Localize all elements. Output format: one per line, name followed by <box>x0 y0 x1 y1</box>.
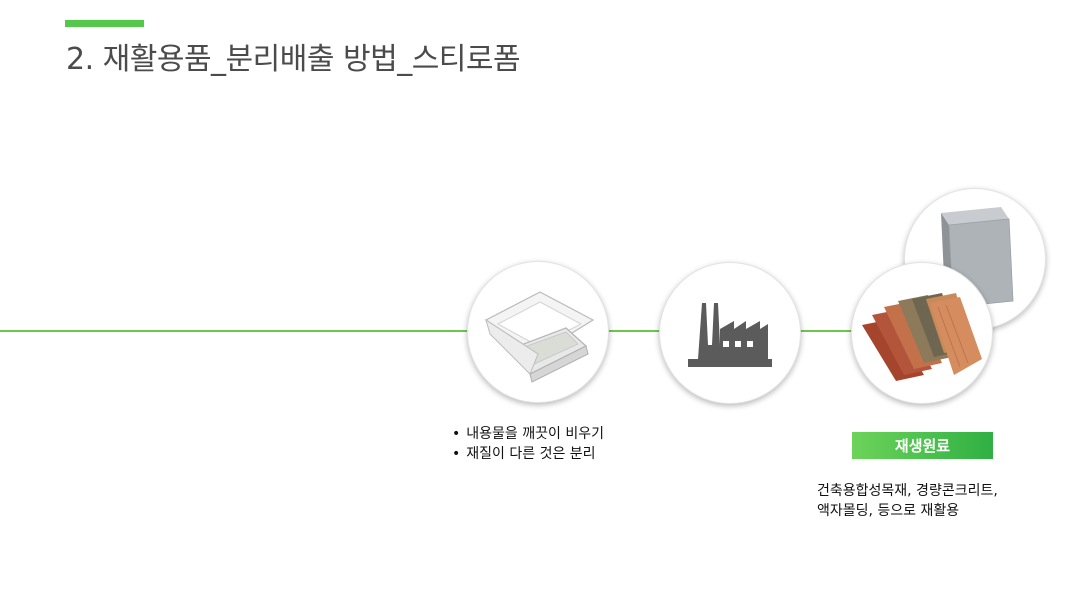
recycling-description: 건축용합성목재, 경량콘크리트, 액자몰딩, 등으로 재활용 <box>817 481 998 521</box>
step-circle-factory <box>659 262 801 404</box>
instruction-item: 재질이 다른 것은 분리 <box>452 444 604 464</box>
title-accent-bar <box>65 20 144 27</box>
styrofoam-container-icon <box>484 291 595 383</box>
instruction-item: 내용물을 깨끗이 비우기 <box>452 424 604 444</box>
instruction-list: 내용물을 깨끗이 비우기 재질이 다른 것은 분리 <box>452 424 604 464</box>
step-circle-styrofoam <box>467 261 609 403</box>
step-circle-wood-samples <box>851 262 993 404</box>
process-flow-line <box>0 330 900 332</box>
factory-icon <box>688 303 772 367</box>
description-line: 액자몰딩, 등으로 재활용 <box>817 503 960 519</box>
description-line: 건축용합성목재, 경량콘크리트, <box>817 483 998 499</box>
recycled-material-badge: 재생원료 <box>852 432 993 459</box>
page-title: 2. 재활용품_분리배출 방법_스티로폼 <box>66 42 521 77</box>
composite-wood-samples-icon <box>862 293 982 381</box>
